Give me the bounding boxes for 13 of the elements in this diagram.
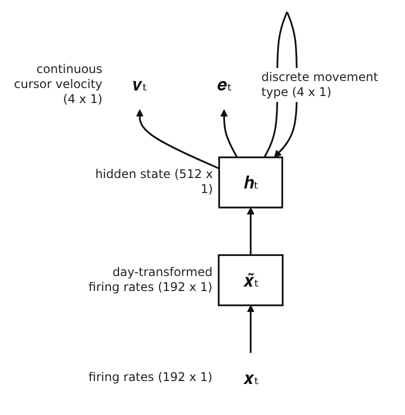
node-caption: day-transformed firing rates (192 x 1): [88, 265, 212, 296]
node-text: 𝒙ₜ: [242, 368, 258, 388]
node-caption: firing rates (192 x 1): [88, 370, 212, 386]
arrow: [220, 109, 238, 158]
node-box: 𝒙̃ₜ: [218, 254, 284, 306]
arrow: [246, 207, 254, 256]
node-caption: hidden state (512 x 1): [94, 167, 213, 198]
node-text: 𝒗ₜ: [132, 74, 146, 96]
node-caption: continuous cursor velocity (4 x 1): [13, 62, 102, 108]
arrow: [136, 109, 220, 170]
arrow: [246, 304, 254, 353]
node-box: 𝒉ₜ: [218, 156, 283, 208]
node-text: 𝒆ₜ: [216, 74, 232, 96]
